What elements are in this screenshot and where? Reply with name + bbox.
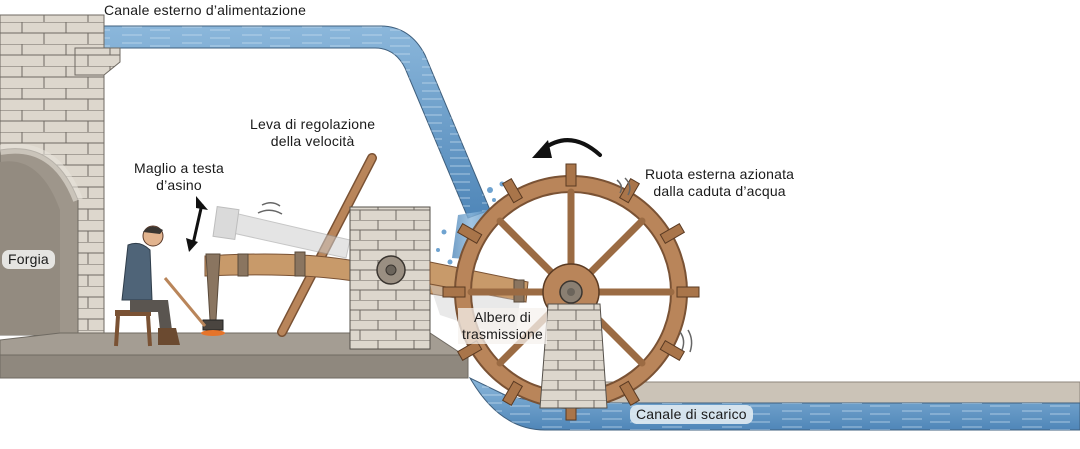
wheel-support-pillar: [539, 303, 608, 409]
water-droplets: [436, 181, 505, 265]
hammer-label-line1: Maglio a testa: [134, 160, 224, 176]
bearing-pillar: [349, 206, 431, 350]
motion-lines: [257, 177, 693, 353]
water-wheel-label: Ruota esterna azionata dalla caduta d’ac…: [645, 166, 794, 200]
hammer-label-line2: d’asino: [156, 177, 202, 193]
forge-building: [0, 14, 121, 336]
water-wheel-label-line2: dalla caduta d’acqua: [653, 183, 786, 199]
speed-lever-label-line2: della velocità: [270, 133, 355, 149]
double-headed-vertical-arrow-icon: [186, 196, 208, 252]
water-wheel-label-line1: Ruota esterna azionata: [645, 166, 795, 182]
speed-lever-label: Leva di regolazione della velocità: [250, 116, 375, 150]
speed-lever-label-line1: Leva di regolazione: [250, 116, 376, 132]
transmission-shaft-label: Albero di trasmissione: [458, 308, 547, 344]
discharge-channel-label: Canale di scarico: [630, 405, 753, 424]
counterclockwise-arrow-icon: [532, 138, 602, 158]
forge-label: Forgia: [2, 250, 55, 269]
transmission-shaft-label-line2: trasmissione: [462, 326, 543, 342]
hammer-label: Maglio a testa d’asino: [134, 160, 224, 194]
feed-channel-label: Canale esterno d’alimentazione: [104, 2, 307, 18]
transmission-shaft-label-line1: Albero di: [473, 309, 532, 325]
discharge-channel: [468, 376, 1080, 431]
hammer-head: [201, 253, 225, 336]
hammer-raised-ghost: [212, 206, 351, 259]
blacksmith-figure: [114, 225, 207, 347]
